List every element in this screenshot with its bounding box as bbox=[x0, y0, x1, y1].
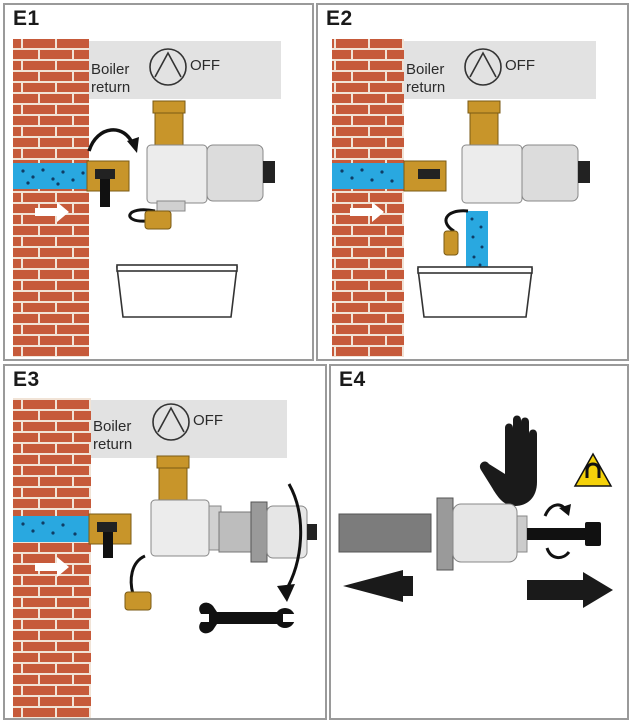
ball-valve bbox=[88, 513, 132, 558]
panel-e3: E3 bbox=[3, 364, 327, 720]
water-pipe bbox=[13, 163, 91, 189]
drain-cap bbox=[124, 591, 152, 611]
boiler-return-label: Boiler return bbox=[93, 418, 133, 453]
pump-state-label: OFF bbox=[193, 412, 223, 429]
flow-arrow-icon bbox=[35, 202, 69, 222]
rotate-arrow-icon bbox=[543, 503, 571, 559]
pump-icon bbox=[149, 48, 187, 86]
drain-hose bbox=[128, 208, 156, 223]
panel-title: E2 bbox=[326, 7, 353, 30]
pump-state-label: OFF bbox=[190, 57, 220, 74]
brass-connector bbox=[467, 100, 501, 146]
magnet-warning-icon bbox=[573, 452, 613, 487]
brick-wall bbox=[13, 398, 91, 718]
panel-e1: E1 bbox=[3, 3, 314, 361]
rotate-arrow-icon bbox=[277, 483, 303, 602]
water-pipe bbox=[13, 516, 91, 542]
arrow-right-icon bbox=[527, 572, 613, 608]
drain-cap bbox=[443, 230, 459, 256]
bucket bbox=[116, 264, 238, 318]
pump-icon bbox=[152, 403, 190, 441]
drain-hose bbox=[444, 209, 469, 233]
drain-hose bbox=[129, 554, 146, 595]
panel-title: E4 bbox=[339, 368, 366, 391]
boiler-return-label: Boiler return bbox=[406, 61, 446, 96]
magnetic-filter-body bbox=[146, 144, 275, 212]
brick-wall bbox=[332, 39, 404, 357]
panel-title: E1 bbox=[13, 7, 40, 30]
flow-arrow-icon bbox=[350, 202, 384, 222]
filter-cap bbox=[436, 497, 528, 571]
drain-cap bbox=[144, 210, 172, 230]
e1-illustration bbox=[13, 39, 281, 357]
rotate-arrow-icon bbox=[87, 128, 139, 153]
pump-icon bbox=[464, 48, 502, 86]
magnetic-filter-body bbox=[150, 499, 222, 557]
e2-illustration bbox=[332, 39, 596, 357]
filter-cap-removed bbox=[218, 501, 317, 563]
water-pipe bbox=[332, 163, 404, 189]
bucket bbox=[417, 266, 533, 318]
draining-water bbox=[466, 211, 488, 273]
panel-e2: E2 bbox=[316, 3, 629, 361]
brass-connector bbox=[152, 100, 186, 146]
flow-arrow-icon bbox=[35, 557, 69, 577]
arrow-left-icon bbox=[343, 570, 413, 602]
boiler-return-label: Boiler return bbox=[91, 61, 131, 96]
pump-state-label: OFF bbox=[505, 57, 535, 74]
ball-valve bbox=[403, 160, 447, 192]
grey-band bbox=[91, 400, 287, 458]
panel-e4: E4 bbox=[329, 364, 629, 720]
e4-illustration bbox=[338, 415, 613, 608]
ball-valve bbox=[86, 160, 130, 207]
brick-wall bbox=[13, 39, 89, 357]
hand-stop-icon bbox=[479, 415, 537, 506]
e3-illustration bbox=[13, 398, 317, 718]
magnetic-rod bbox=[527, 522, 601, 546]
brass-connector bbox=[156, 455, 190, 501]
magnetic-filter-body bbox=[461, 144, 590, 204]
plastic-sleeve bbox=[338, 513, 432, 553]
wrench-icon bbox=[199, 602, 295, 634]
panel-title: E3 bbox=[13, 368, 40, 391]
